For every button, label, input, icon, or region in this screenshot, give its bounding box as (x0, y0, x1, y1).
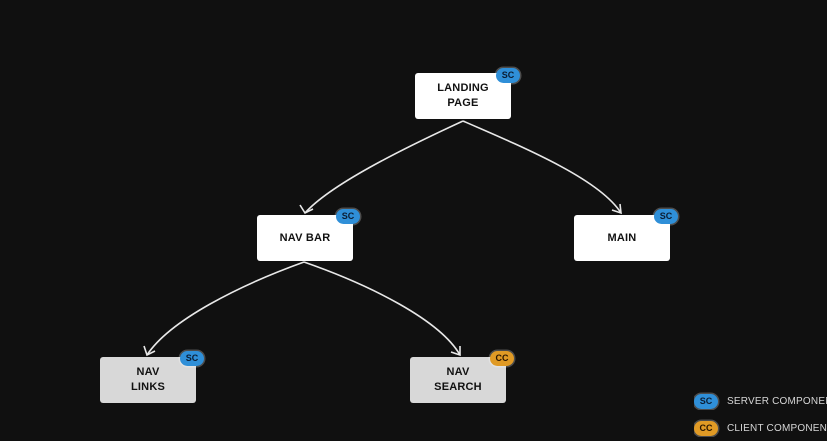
arrowhead-main (611, 203, 622, 215)
arrowhead-navlinks (143, 345, 156, 357)
node-main[interactable]: MAIN (574, 215, 670, 261)
server-component-badge: SC (336, 209, 360, 224)
arrowhead-navsearch (450, 346, 461, 357)
node-nav-links[interactable]: NAV LINKS (100, 357, 196, 403)
server-component-badge: SC (496, 68, 520, 83)
edge-landing-to-main (462, 120, 622, 214)
arrowhead-navbar (299, 204, 314, 215)
client-component-badge: CC (694, 420, 718, 436)
server-component-badge: SC (694, 393, 718, 409)
edge-navbar-to-navsearch (303, 261, 461, 356)
node-nav-bar[interactable]: NAV BAR (257, 215, 353, 261)
server-component-badge: SC (180, 351, 204, 366)
legend-client-label: CLIENT COMPONENT (727, 422, 827, 434)
legend-client-component: CC CLIENT COMPONENT (694, 419, 827, 437)
node-nav-search[interactable]: NAV SEARCH (410, 357, 506, 403)
legend-server-label: SERVER COMPONENT (727, 395, 827, 407)
legend-server-component: SC SERVER COMPONENT (694, 392, 827, 410)
edge-navbar-to-navlinks (146, 261, 305, 356)
edge-landing-to-navbar (304, 120, 464, 214)
server-component-badge: SC (654, 209, 678, 224)
client-component-badge: CC (490, 351, 514, 366)
node-landing-page[interactable]: LANDING PAGE (415, 73, 511, 119)
